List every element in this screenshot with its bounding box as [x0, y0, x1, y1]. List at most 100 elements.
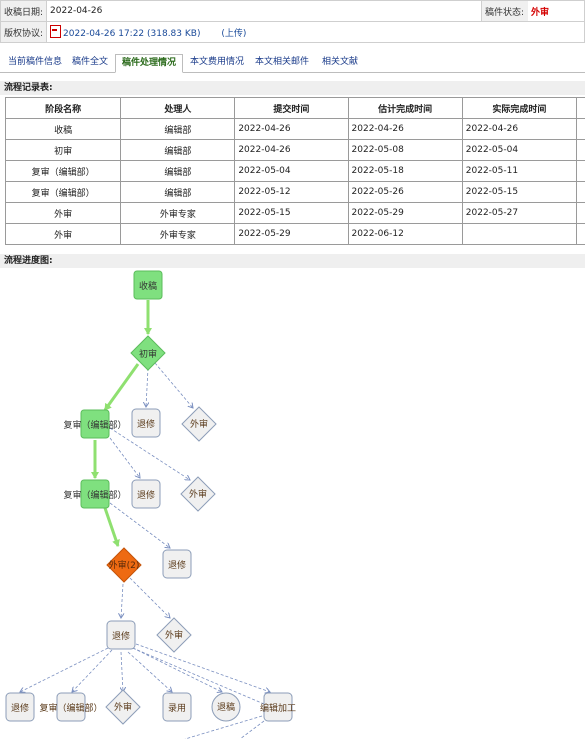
- node-retreat-1[interactable]: 退修: [131, 408, 161, 438]
- edge-retreat4-b1: [20, 647, 109, 692]
- node-retreat-2[interactable]: 退修: [131, 479, 161, 509]
- node-retreat-1-label: 退修: [137, 418, 155, 430]
- pdf-file-icon: [50, 25, 62, 38]
- cell-stage: 收稿: [4, 118, 122, 140]
- node-external-current[interactable]: 外审(2): [106, 547, 142, 583]
- node-bottom-accept-label: 录用: [168, 703, 186, 714]
- node-retreat-3[interactable]: 退修: [162, 549, 192, 579]
- table-row: 收稿 编辑部 2022-04-26 2022-04-26 2022-04-26: [4, 118, 585, 140]
- receive-date-label: 收稿日期:: [0, 0, 48, 22]
- cell-submit: 2022-04-26: [234, 139, 349, 161]
- node-bottom-external-label: 外审: [114, 701, 132, 713]
- node-external-3[interactable]: 外审: [156, 617, 192, 653]
- node-initial[interactable]: 初审: [130, 335, 166, 371]
- node-bottom-review[interactable]: 复审（编辑部）: [39, 692, 103, 722]
- cell-extra: [576, 181, 585, 203]
- pending-edges: [20, 362, 270, 739]
- flow-diagram-svg: 收稿 初审 退修 外审 复审（编辑部） 退修 外审: [5, 270, 296, 739]
- edge-retreat4-b6: [135, 643, 270, 692]
- tab-current-info[interactable]: 当前稿件信息: [8, 57, 63, 67]
- cell-extra: [576, 223, 585, 245]
- node-retreat-3-label: 退修: [168, 559, 186, 571]
- cell-submit: 2022-05-15: [234, 202, 349, 224]
- table-row: 复审（编辑部） 编辑部 2022-05-04 2022-05-18 2022-0…: [4, 160, 585, 182]
- cell-handler: 编辑部: [120, 118, 236, 140]
- table-row: 复审（编辑部） 编辑部 2022-05-12 2022-05-26 2022-0…: [4, 181, 585, 203]
- node-review-1[interactable]: 复审（编辑部）: [63, 409, 127, 439]
- node-retreat-4-label: 退修: [112, 630, 130, 642]
- cell-handler: 编辑部: [120, 181, 236, 203]
- node-bottom-review-label: 复审（编辑部）: [39, 702, 102, 714]
- table-row: 初审 编辑部 2022-04-26 2022-05-08 2022-05-04: [4, 139, 585, 161]
- manuscript-info-table: 收稿日期: 2022-04-26 稿件状态: 外审 版权协议: 2022-04-…: [0, 0, 585, 43]
- node-external-2-label: 外审: [189, 488, 207, 500]
- cell-estimate: 2022-05-26: [347, 181, 463, 203]
- edge-retreat4-b2: [72, 649, 113, 692]
- records-table: 阶段名称 处理人 提交时间 估计完成时间 实际完成时间 收稿 编辑部 2022-…: [4, 97, 585, 245]
- cell-estimate: 2022-05-18: [347, 160, 463, 182]
- cell-submit: 2022-05-29: [234, 223, 349, 245]
- edge-initial-external1: [154, 362, 193, 408]
- edge-external-external3: [129, 577, 170, 618]
- node-external-1[interactable]: 外审: [181, 406, 217, 442]
- node-retreat-4[interactable]: 退修: [106, 620, 136, 650]
- edge-review1-external2: [109, 427, 190, 480]
- table-row: 外审 外审专家 2022-05-29 2022-06-12: [4, 223, 585, 245]
- node-external-2[interactable]: 外审: [180, 476, 216, 512]
- cell-extra: [576, 118, 585, 140]
- copyright-file-link[interactable]: 2022-04-26 17:22 (318.83 KB): [63, 29, 201, 39]
- node-bottom-reject-label: 退稿: [217, 701, 235, 713]
- copyright-label: 版权协议:: [0, 21, 48, 43]
- upload-link[interactable]: (上传): [221, 29, 247, 39]
- node-review-1-label: 复审（编辑部）: [63, 419, 126, 431]
- cell-actual: 2022-04-26: [461, 118, 578, 140]
- node-receive[interactable]: 收稿: [133, 270, 163, 300]
- tab-references[interactable]: 相关文献: [322, 57, 359, 67]
- node-initial-label: 初审: [139, 348, 157, 360]
- col-estimate: 估计完成时间: [347, 97, 463, 119]
- cell-handler: 编辑部: [120, 139, 236, 161]
- edge-retreat4-b6b: [127, 645, 265, 705]
- node-external-1-label: 外审: [190, 418, 208, 430]
- tab-fees[interactable]: 本文费用情况: [190, 57, 245, 67]
- cell-stage: 外审: [4, 202, 122, 224]
- edge-retreat4-b4: [127, 651, 172, 692]
- cell-handler: 外审专家: [120, 223, 236, 245]
- tab-emails[interactable]: 本文相关邮件: [255, 57, 310, 67]
- cell-estimate: 2022-06-12: [347, 223, 463, 245]
- edge-review1-retreat2: [109, 437, 140, 478]
- node-bottom-accept[interactable]: 录用: [162, 692, 192, 722]
- tab-processing[interactable]: 稿件处理情况: [115, 54, 184, 73]
- edge-retreat4-b5: [132, 647, 222, 692]
- records-title: 流程记录表:: [0, 81, 585, 95]
- status-label: 稿件状态:: [481, 0, 529, 22]
- cell-extra: [576, 160, 585, 182]
- node-external-current-label: 外审(2): [109, 559, 140, 571]
- tab-full-text[interactable]: 稿件全文: [72, 57, 109, 67]
- node-bottom-external[interactable]: 外审: [105, 689, 141, 725]
- node-bottom-edit[interactable]: 编辑加工: [260, 692, 296, 722]
- cell-actual: [461, 223, 578, 245]
- node-bottom-reject[interactable]: 退稿: [211, 692, 241, 722]
- edge-external-retreat4: [121, 583, 123, 618]
- node-review-2[interactable]: 复审（编辑部）: [63, 479, 127, 509]
- node-retreat-2-label: 退修: [137, 489, 155, 501]
- cell-actual: 2022-05-27: [461, 202, 578, 224]
- cell-actual: 2022-05-04: [461, 139, 578, 161]
- edge-retreat4-b3: [121, 651, 123, 692]
- completed-edges: [91, 300, 152, 547]
- edge-edit-out1: [184, 715, 263, 739]
- col-actual: 实际完成时间: [461, 97, 578, 119]
- node-bottom-retreat[interactable]: 退修: [5, 692, 35, 722]
- edge-review2-external: [103, 507, 120, 547]
- copyright-cell: 2022-04-26 17:22 (318.83 KB) (上传): [46, 21, 585, 43]
- cell-handler: 外审专家: [120, 202, 236, 224]
- col-stage: 阶段名称: [4, 97, 122, 119]
- tab-bar: 当前稿件信息 稿件全文 稿件处理情况 本文费用情况 本文相关邮件 相关文献: [0, 52, 585, 73]
- col-submit: 提交时间: [234, 97, 349, 119]
- cell-submit: 2022-05-04: [234, 160, 349, 182]
- cell-submit: 2022-05-12: [234, 181, 349, 203]
- cell-estimate: 2022-04-26: [347, 118, 463, 140]
- cell-submit: 2022-04-26: [234, 118, 349, 140]
- cell-actual: 2022-05-15: [461, 181, 578, 203]
